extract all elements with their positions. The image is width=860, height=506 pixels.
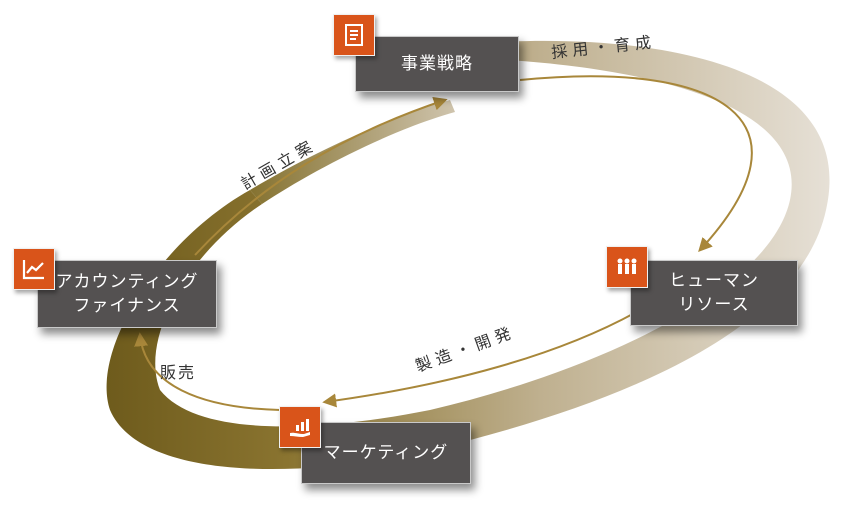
document-icon (333, 14, 375, 56)
flow-arrows (134, 75, 753, 411)
flow-label-manufacturing: 製造・開発 (413, 322, 518, 376)
arrow-hr-to-marketing (322, 309, 641, 408)
arrow-strategy-to-hr (519, 75, 753, 253)
node-card: 事業戦略 (355, 36, 519, 92)
node-label: マーケティング (323, 443, 449, 463)
ribbon-outer (106, 40, 830, 470)
node-label-line1: アカウンティング (55, 272, 199, 292)
flow-label-sales: 販売 (160, 363, 196, 382)
people-icon (606, 246, 648, 288)
node-label: 事業戦略 (401, 54, 473, 74)
line-chart-icon (13, 248, 55, 290)
arrow-marketing-to-accounting (134, 332, 281, 411)
growth-hand-icon (279, 406, 321, 448)
node-label-line2: リソース (678, 295, 750, 315)
node-card: アカウンティング ファイナンス (37, 260, 217, 328)
node-label-line1: ヒューマン (669, 271, 759, 291)
node-label-line2: ファイナンス (73, 296, 181, 316)
arrow-accounting-to-strategy (194, 96, 448, 256)
node-card: ヒューマン リソース (630, 260, 798, 326)
node-card: マーケティング (301, 422, 471, 484)
